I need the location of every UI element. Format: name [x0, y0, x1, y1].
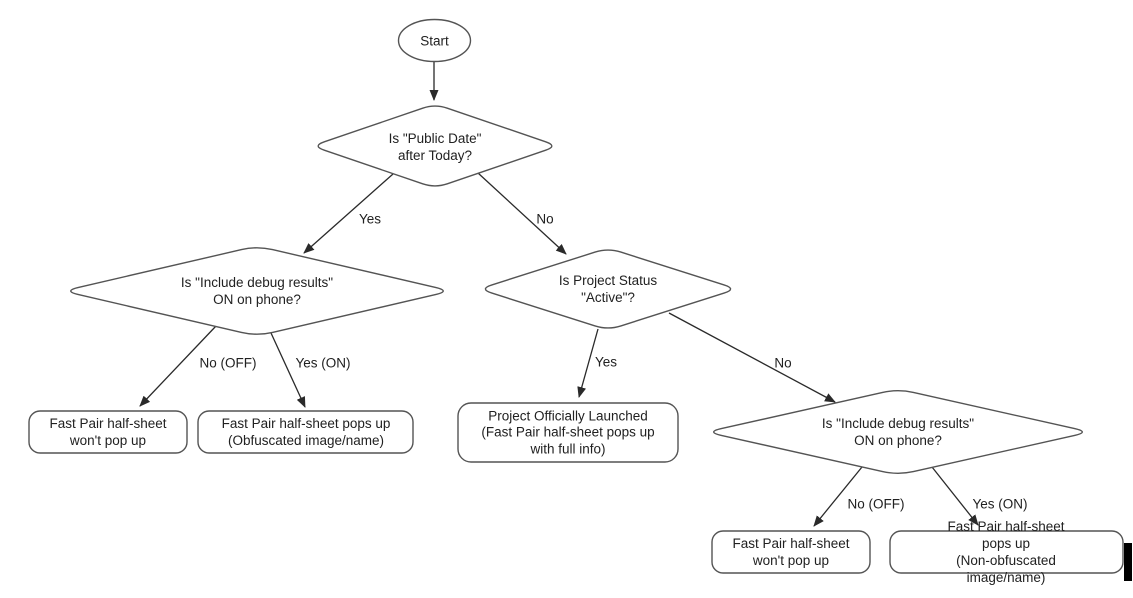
- start-node-shape: [397, 18, 472, 63]
- edge-label-public-date-yes: Yes: [358, 211, 382, 227]
- result-launched-shape: [457, 402, 679, 463]
- result-no-popup-left-label: Fast Pair half-sheet won't pop up: [49, 416, 167, 448]
- result-non-obfuscated-shape: [889, 530, 1124, 574]
- edge-debug-left-yes: [270, 332, 306, 408]
- edge-label-debug-left-no: No (OFF): [199, 355, 257, 371]
- edge-public-date-no: [477, 172, 567, 255]
- cursor-artifact: [1124, 543, 1132, 581]
- edge-public-date-yes: [303, 173, 394, 254]
- decision-project-status-shape: [484, 249, 732, 329]
- decision-debug-right-shape: [713, 390, 1083, 474]
- result-no-popup-left-shape: [28, 410, 188, 454]
- result-no-popup-right-label: Fast Pair half-sheet won't pop up: [732, 536, 850, 568]
- decision-debug-right-label: Is "Include debug results" ON on phone?: [821, 416, 975, 448]
- result-no-popup-right-shape: [711, 530, 871, 574]
- edge-label-debug-right-no: No (OFF): [847, 496, 905, 512]
- decision-project-status-label: Is Project Status "Active"?: [558, 273, 658, 305]
- edge-debug-left-no: [139, 325, 217, 407]
- edge-label-debug-left-yes: Yes (ON): [295, 355, 351, 371]
- edge-label-debug-right-yes: Yes (ON): [972, 496, 1028, 512]
- decision-debug-left-label: Is "Include debug results" ON on phone?: [180, 275, 334, 307]
- edge-project-status-no: [668, 312, 836, 403]
- decision-public-date-shape: [317, 105, 553, 187]
- decision-public-date-label: Is "Public Date" after Today?: [388, 131, 482, 163]
- result-obfuscated-label: Fast Pair half-sheet pops up (Obfuscated…: [221, 416, 391, 448]
- edge-label-project-status-yes: Yes: [594, 354, 618, 370]
- start-node-label: Start: [420, 33, 449, 49]
- result-launched-label: Project Officially Launched (Fast Pair h…: [481, 407, 655, 456]
- edge-debug-right-yes: [931, 466, 979, 526]
- edge-label-project-status-no: No: [774, 355, 792, 371]
- edge-debug-right-no: [813, 466, 863, 527]
- result-non-obfuscated-label: Fast Pair half-sheet pops up (Non-obfusc…: [947, 519, 1065, 585]
- edge-label-public-date-no: No: [536, 211, 554, 227]
- result-obfuscated-shape: [197, 410, 414, 454]
- edge-project-status-yes: [577, 328, 599, 398]
- decision-debug-left-shape: [70, 247, 444, 335]
